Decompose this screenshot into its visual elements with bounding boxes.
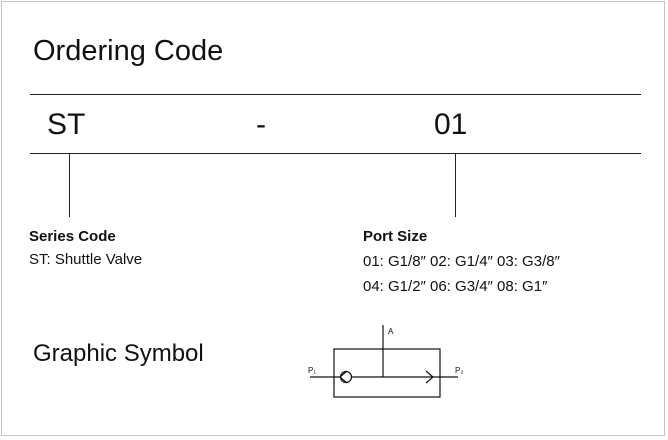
port-size-heading: Port Size [363,228,428,245]
port-size-row: 01: G1/8″ 02: G1/4″ 03: G3/8″ [363,253,560,270]
graphic-symbol-heading: Graphic Symbol [33,340,204,367]
page-title: Ordering Code [33,35,224,67]
right-seat [425,370,434,384]
series-code-description: ST: Shuttle Valve [29,251,143,268]
port-code-value: 01 [434,108,468,141]
valve-body [333,348,441,398]
series-code-heading: Series Code [29,228,116,245]
code-row-bottom-rule [30,153,641,154]
port-leader-line [455,153,456,217]
series-code-value: ST [47,108,86,141]
shuttle-ball [339,370,353,384]
port-a-label: A [388,327,394,336]
code-row-top-rule [30,94,641,95]
left-seat [339,370,348,384]
shuttle-valve-symbol: A P₁ P₂ [308,325,463,398]
port-p1-label: P₁ [308,366,316,375]
series-leader-line [69,153,70,217]
port-size-row: 04: G1/2″ 06: G3/4″ 08: G1″ [363,278,548,295]
code-separator: - [256,108,266,141]
port-p2-label: P₂ [455,366,463,375]
